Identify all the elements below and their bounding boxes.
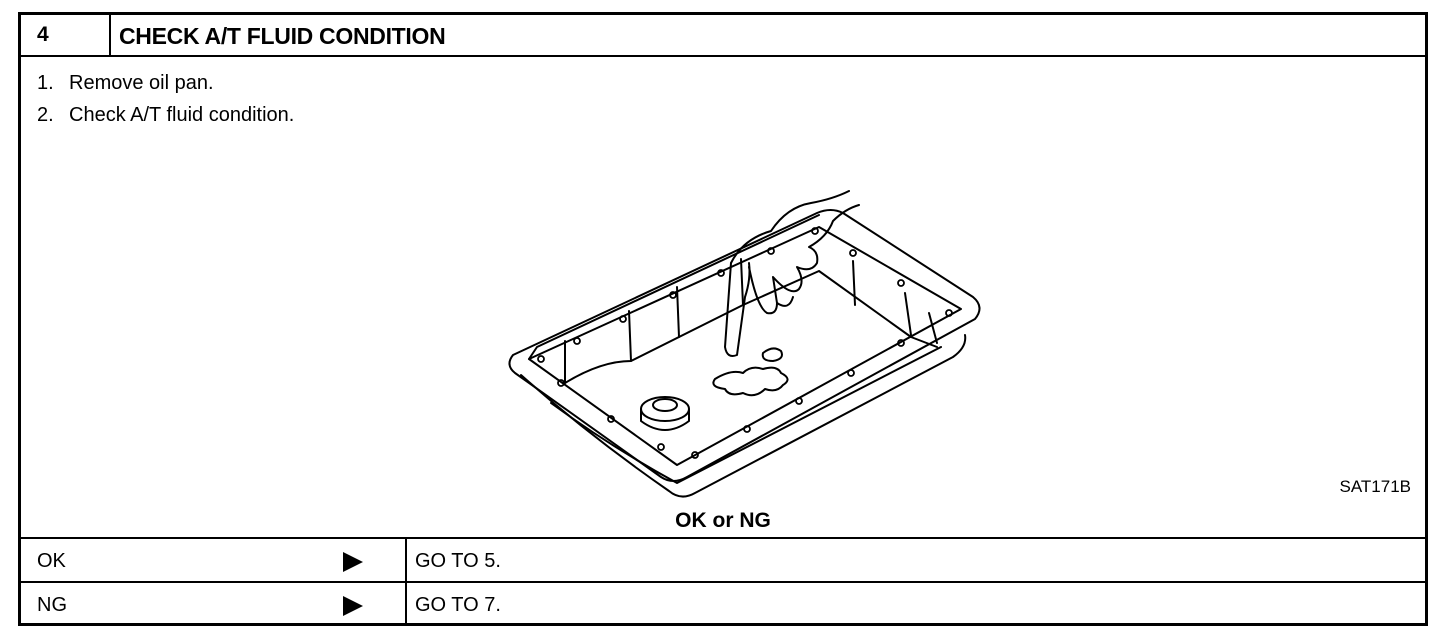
hand-knuckle: [776, 296, 794, 307]
pan-wall-left: [528, 214, 820, 360]
hand: [730, 190, 860, 315]
arrow-right-icon: [343, 596, 363, 616]
instruction-text: Check A/T fluid condition.: [69, 104, 295, 126]
pan-flange-outer: [508, 209, 981, 482]
fluid-drop: [761, 347, 783, 362]
step-header: 4 CHECK A/T FLUID CONDITION: [21, 15, 1425, 57]
instruction-list: 1. Remove oil pan. 2. Check A/T fluid cond…: [37, 67, 294, 131]
step-number: 4: [21, 15, 111, 55]
instruction-item: 1. Remove oil pan.: [37, 67, 294, 99]
result-action: GO TO 7.: [415, 594, 501, 616]
result-question: OK or NG: [675, 509, 771, 532]
procedure-sheet: 4 CHECK A/T FLUID CONDITION 1. Remove oil…: [18, 12, 1428, 626]
instruction-number: 2.: [37, 104, 54, 126]
finger: [724, 262, 751, 357]
oil-pan-finger-illustration: [508, 190, 981, 498]
arrow-right-icon: [343, 552, 363, 572]
result-label: NG: [37, 594, 67, 616]
instruction-number: 1.: [37, 72, 54, 94]
result-row-ng: NG GO TO 7.: [21, 581, 1425, 626]
pan-floor-edge: [564, 270, 938, 384]
magnet: [640, 396, 690, 422]
result-action: GO TO 5.: [415, 550, 501, 572]
instruction-item: 2. Check A/T fluid condition.: [37, 99, 294, 131]
row-divider: [405, 583, 407, 626]
pan-bottom-line: [550, 346, 942, 484]
magnet-hole: [652, 398, 678, 412]
result-row-ok: OK GO TO 5.: [21, 537, 1425, 582]
pan-bottom: [520, 334, 967, 498]
result-label: OK: [37, 550, 66, 572]
step-body: 1. Remove oil pan. 2. Check A/T fluid cond…: [21, 57, 1425, 539]
fluid-puddle: [712, 366, 789, 397]
step-title: CHECK A/T FLUID CONDITION: [119, 23, 446, 49]
pan-inner-wall-back: [628, 258, 744, 362]
instruction-text: Remove oil pan.: [69, 72, 214, 94]
bolt-holes: [537, 227, 953, 459]
pan-inner-wall-right: [852, 260, 938, 344]
figure-code: SAT171B: [1339, 477, 1411, 496]
row-divider: [405, 539, 407, 582]
